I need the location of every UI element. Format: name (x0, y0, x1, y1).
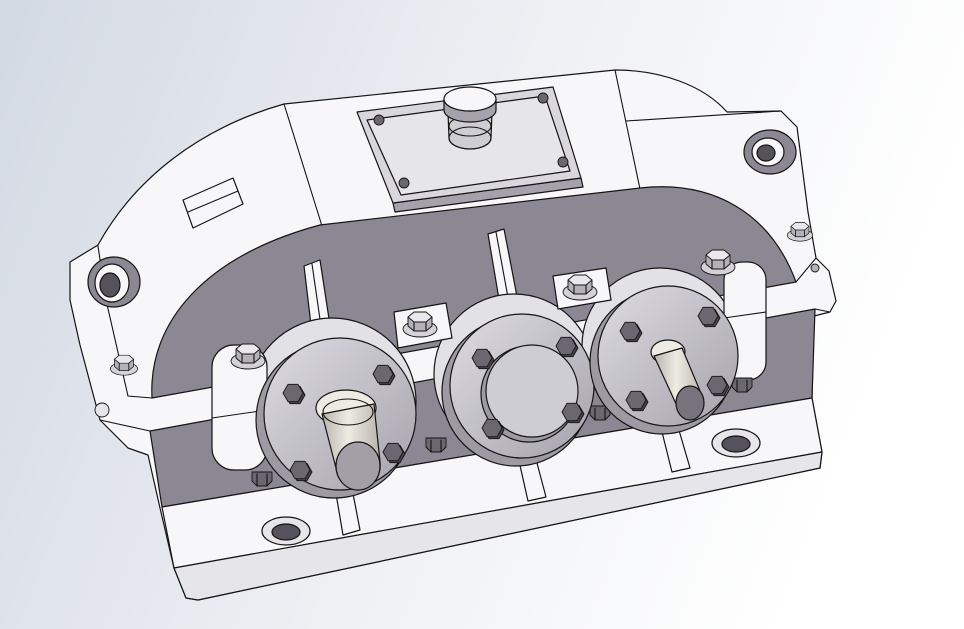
input-shaft-shoulder-ring (322, 398, 374, 426)
oil-dipstick-knob (94, 402, 110, 418)
inspection-cover-screw (537, 92, 549, 104)
base-plate-front-band (173, 451, 823, 601)
breather-cap-top (443, 86, 497, 112)
bearing-cap-center-inner-cover (485, 344, 579, 438)
flange-nut (251, 471, 273, 487)
left-ear-hole (99, 272, 121, 298)
top-panel-right-edge (614, 69, 641, 190)
base-mounting-hole-left (271, 523, 301, 541)
right-bolt-column-split-line (723, 311, 767, 319)
left-flange-bottom-edge (99, 419, 151, 432)
right-flange-top-edge (795, 257, 817, 283)
flange-nut (425, 437, 447, 453)
output-shaft-end-face (675, 385, 705, 421)
dome-lifting-lug (182, 177, 244, 229)
dome-lifting-lug-edge (187, 190, 239, 213)
base-mounting-hole-right (721, 435, 751, 453)
right-ear-hole (756, 144, 776, 162)
right-flange-stud (810, 263, 820, 273)
inspection-cover-screw (373, 114, 385, 126)
inspection-cover-screw (557, 156, 569, 168)
flange-nut (731, 377, 753, 393)
right-ear-plate-top-edge (625, 110, 782, 122)
top-panel-left-edge (283, 103, 323, 227)
inspection-cover-screw (398, 177, 410, 189)
breather-base-ring (448, 126, 492, 150)
input-shaft-end-face (335, 441, 381, 491)
right-flange-bottom-edge (814, 308, 831, 313)
